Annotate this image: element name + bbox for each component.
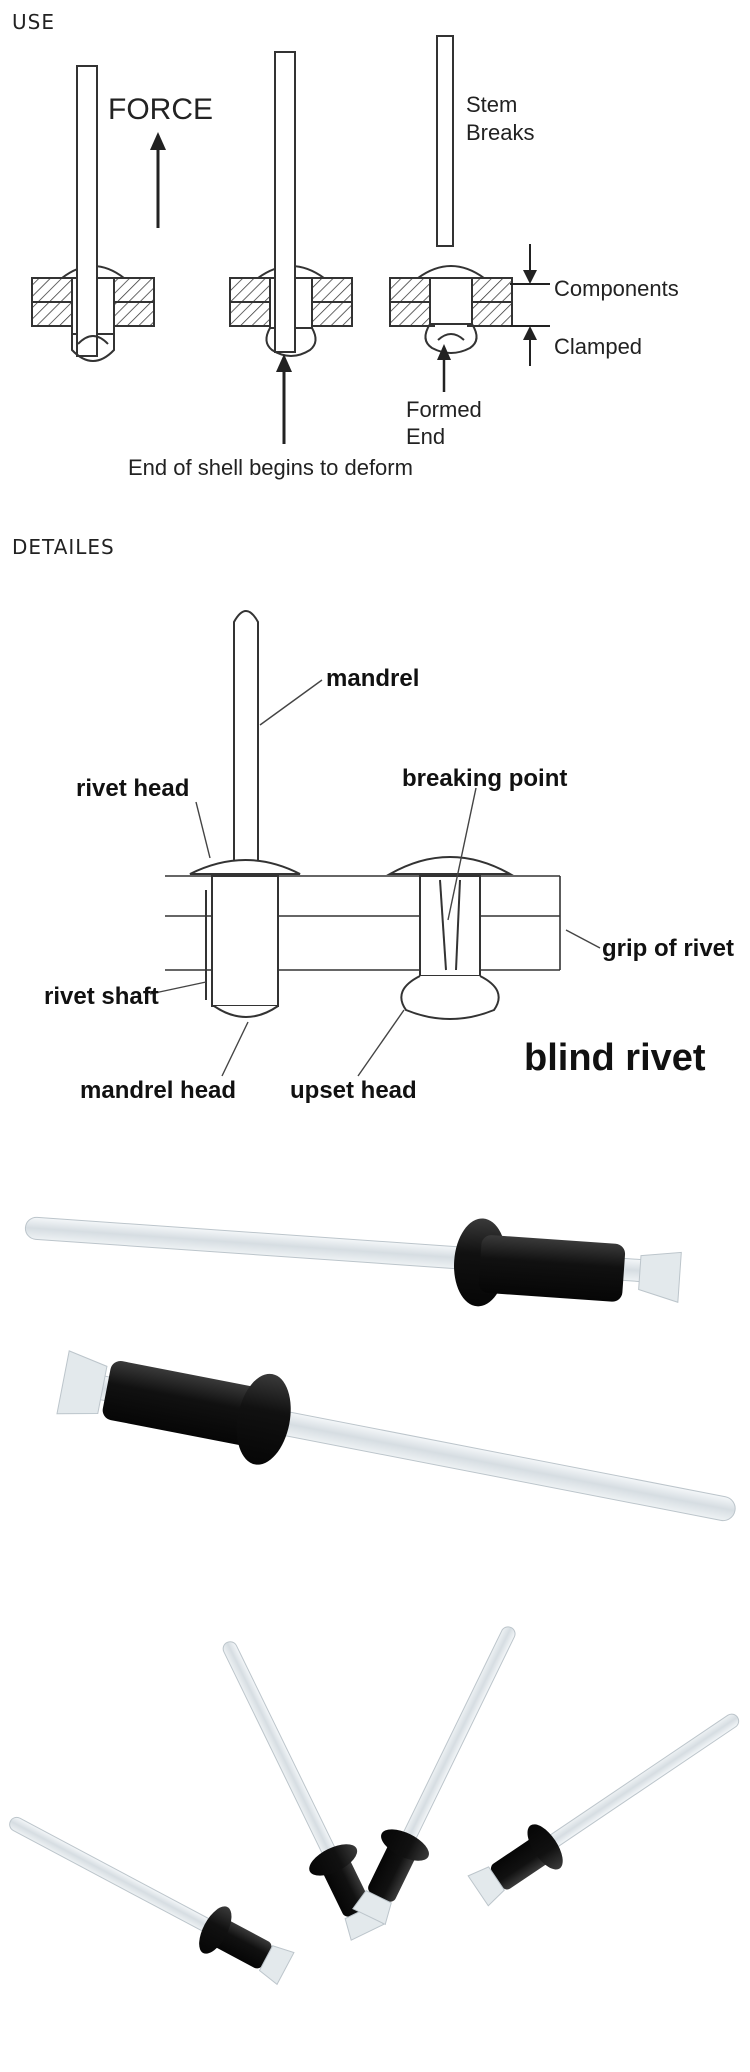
rivet-drawing-left (189, 610, 301, 1018)
label-mandrel-head: mandrel head (80, 1077, 236, 1104)
stage-1-rivet (31, 65, 155, 362)
rivet-photo-fan-4 (467, 1713, 740, 1907)
stem-breaks-line2: Breaks (466, 120, 534, 145)
section-title-details: DETAILES (12, 535, 115, 559)
rivet-photo-fan-3 (352, 1626, 516, 1926)
use-diagram: FORCE End of shell begins to deform Stem… (31, 35, 679, 480)
label-rivet-head: rivet head (76, 775, 189, 802)
details-diagram: mandrel rivet head breaking point grip o… (0, 590, 750, 1130)
deform-label: End of shell begins to deform (128, 455, 413, 480)
stage-3-rivet (389, 35, 513, 354)
label-upset-head: upset head (290, 1077, 417, 1104)
clamp-dimension (510, 244, 550, 366)
clamped-label: Clamped (554, 334, 642, 359)
label-blind-rivet: blind rivet (524, 1037, 706, 1079)
components-label: Components (554, 276, 679, 301)
stage-2-rivet (229, 51, 353, 357)
label-rivet-shaft: rivet shaft (44, 983, 159, 1010)
stem-breaks-line1: Stem (466, 92, 517, 117)
product-photo-pair (24, 1216, 736, 1522)
force-label: FORCE (108, 93, 213, 126)
product-photo-fan (9, 1626, 740, 1986)
rivet-photo-upper (24, 1216, 682, 1307)
rivet-photo-fan-1 (9, 1816, 295, 1986)
rivet-photo-fan-2 (222, 1641, 385, 1941)
force-arrow (150, 132, 166, 228)
label-mandrel: mandrel (326, 665, 419, 692)
deform-arrow (276, 354, 292, 444)
label-breaking-point: breaking point (402, 765, 567, 792)
formed-end-line2: End (406, 424, 445, 449)
section-title-use: USE (12, 10, 55, 34)
formed-end-arrow (437, 344, 451, 392)
formed-end-line1: Formed (406, 397, 482, 422)
label-grip-of-rivet: grip of rivet (602, 935, 734, 962)
rivet-drawing-right (386, 856, 514, 1020)
rivet-photo-lower (56, 1350, 736, 1522)
leader-lines (149, 679, 601, 1077)
